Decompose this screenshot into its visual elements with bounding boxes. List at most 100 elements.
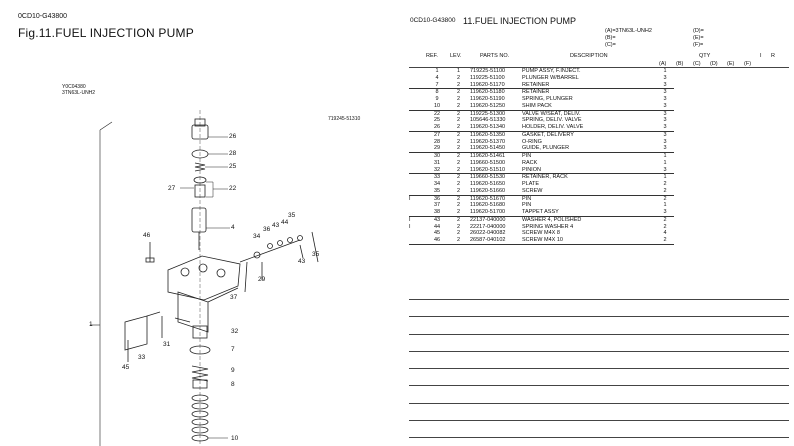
qty-a: 3 xyxy=(656,81,674,90)
level: 2 xyxy=(456,181,461,187)
level: 2 xyxy=(447,209,470,217)
description: SCREW M4X 8 xyxy=(522,230,560,237)
row-mark xyxy=(409,237,427,245)
col-ref: REF. xyxy=(426,53,438,59)
row-mark xyxy=(409,202,427,209)
part-number: 105646-51330 xyxy=(470,117,506,124)
empty-row-rule xyxy=(409,420,789,421)
figure-title: Fig.11.FUEL INJECTION PUMP xyxy=(18,26,194,40)
part-number: 119620-51370 xyxy=(470,138,506,145)
callout-35a: 35 xyxy=(288,212,296,219)
row-mark xyxy=(409,110,427,117)
ref-number: 1 xyxy=(435,68,439,74)
ref-number: 36 xyxy=(433,195,441,202)
callout-4: 4 xyxy=(231,224,235,231)
page-code: 0CD10-G43800 xyxy=(18,13,68,20)
col-lev: LEV. xyxy=(450,53,462,59)
description: RETAINER xyxy=(522,81,656,90)
row-mark xyxy=(409,230,427,237)
qty-a: 3 xyxy=(656,166,674,175)
variant-d: (D)= xyxy=(693,28,704,34)
part-number: 119660-51530 xyxy=(470,174,506,181)
row-mark: I xyxy=(409,216,411,223)
callout-33: 33 xyxy=(138,354,146,361)
empty-row-rule xyxy=(409,385,789,386)
model-name: 3TN63L-UNH2 xyxy=(62,90,96,96)
description: RETAINER xyxy=(522,89,550,96)
row-mark xyxy=(409,68,427,75)
part-number: 119620-51461 xyxy=(470,153,506,159)
level: 2 xyxy=(456,131,461,138)
row-mark xyxy=(409,81,427,90)
level: 2 xyxy=(447,124,470,132)
col-qty-e: (E) xyxy=(727,61,735,67)
empty-row-rule xyxy=(409,334,789,335)
ref-number: 27 xyxy=(433,131,441,138)
row-mark xyxy=(409,89,427,96)
qty-a: 2 xyxy=(663,181,667,187)
level: 2 xyxy=(456,153,461,159)
callout-32: 32 xyxy=(231,328,239,335)
level: 2 xyxy=(456,138,461,145)
description: RETAINER, RACK xyxy=(522,174,568,181)
ref-number: 9 xyxy=(435,96,439,102)
description: SHIM PACK xyxy=(522,102,656,111)
level: 2 xyxy=(456,174,461,181)
part-number: 119620-51190 xyxy=(470,96,505,102)
callout-35b: 35 xyxy=(312,251,320,258)
table-row: 33 2 119660-51530 RETAINER, RACK 1 xyxy=(409,174,674,181)
part-number: 119620-51660 xyxy=(470,187,522,196)
row-mark xyxy=(409,102,427,111)
variant-f: (F)= xyxy=(693,42,704,48)
qty-a: 2 xyxy=(663,216,667,223)
qty-a: 2 xyxy=(656,237,674,245)
ref-number: 26 xyxy=(427,124,447,132)
qty-a: 1 xyxy=(663,68,667,74)
col-qty-b: (B) xyxy=(676,61,684,67)
description: PLATE xyxy=(522,181,540,187)
part-number: 119620-51250 xyxy=(470,102,522,111)
empty-row-rule xyxy=(409,351,789,352)
level: 2 xyxy=(447,81,470,90)
part-number: 119620-51450 xyxy=(470,145,522,154)
left-page: 0CD10-G43800 Fig.11.FUEL INJECTION PUMP … xyxy=(18,13,360,446)
description: SPRING, DELIV. VALVE xyxy=(522,117,582,124)
part-number: 119620-51170 xyxy=(470,81,522,90)
col-qty-d: (D) xyxy=(710,61,718,67)
qty-a: 2 xyxy=(656,187,674,196)
qty-a: 1 xyxy=(663,153,667,159)
level: 2 xyxy=(447,102,470,111)
ref-number: 33 xyxy=(433,174,441,181)
part-number: 719225-51100 xyxy=(470,68,506,74)
part-number: 119620-51700 xyxy=(470,209,522,217)
level: 2 xyxy=(456,216,461,223)
description: WASHER 4, POLISHED xyxy=(522,216,582,223)
part-number: 119620-51350 xyxy=(470,131,506,138)
row-mark xyxy=(409,124,427,132)
qty-a: 1 xyxy=(663,174,667,181)
col-qty-f: (F) xyxy=(744,61,752,67)
callout-44: 44 xyxy=(281,219,289,226)
ref-number: 34 xyxy=(433,181,441,187)
description: PLUNGER W/BARREL xyxy=(522,74,579,81)
description: PIN xyxy=(522,195,532,202)
part-number: 119620-51680 xyxy=(470,202,506,209)
qty-a: 1 xyxy=(663,202,667,209)
row-mark xyxy=(409,153,427,160)
level: 2 xyxy=(456,110,461,117)
row-mark xyxy=(409,181,427,188)
callout-22: 22 xyxy=(229,185,237,192)
part-number: 22137-040000 xyxy=(470,216,506,223)
description: SCREW M4X 10 xyxy=(522,237,656,245)
